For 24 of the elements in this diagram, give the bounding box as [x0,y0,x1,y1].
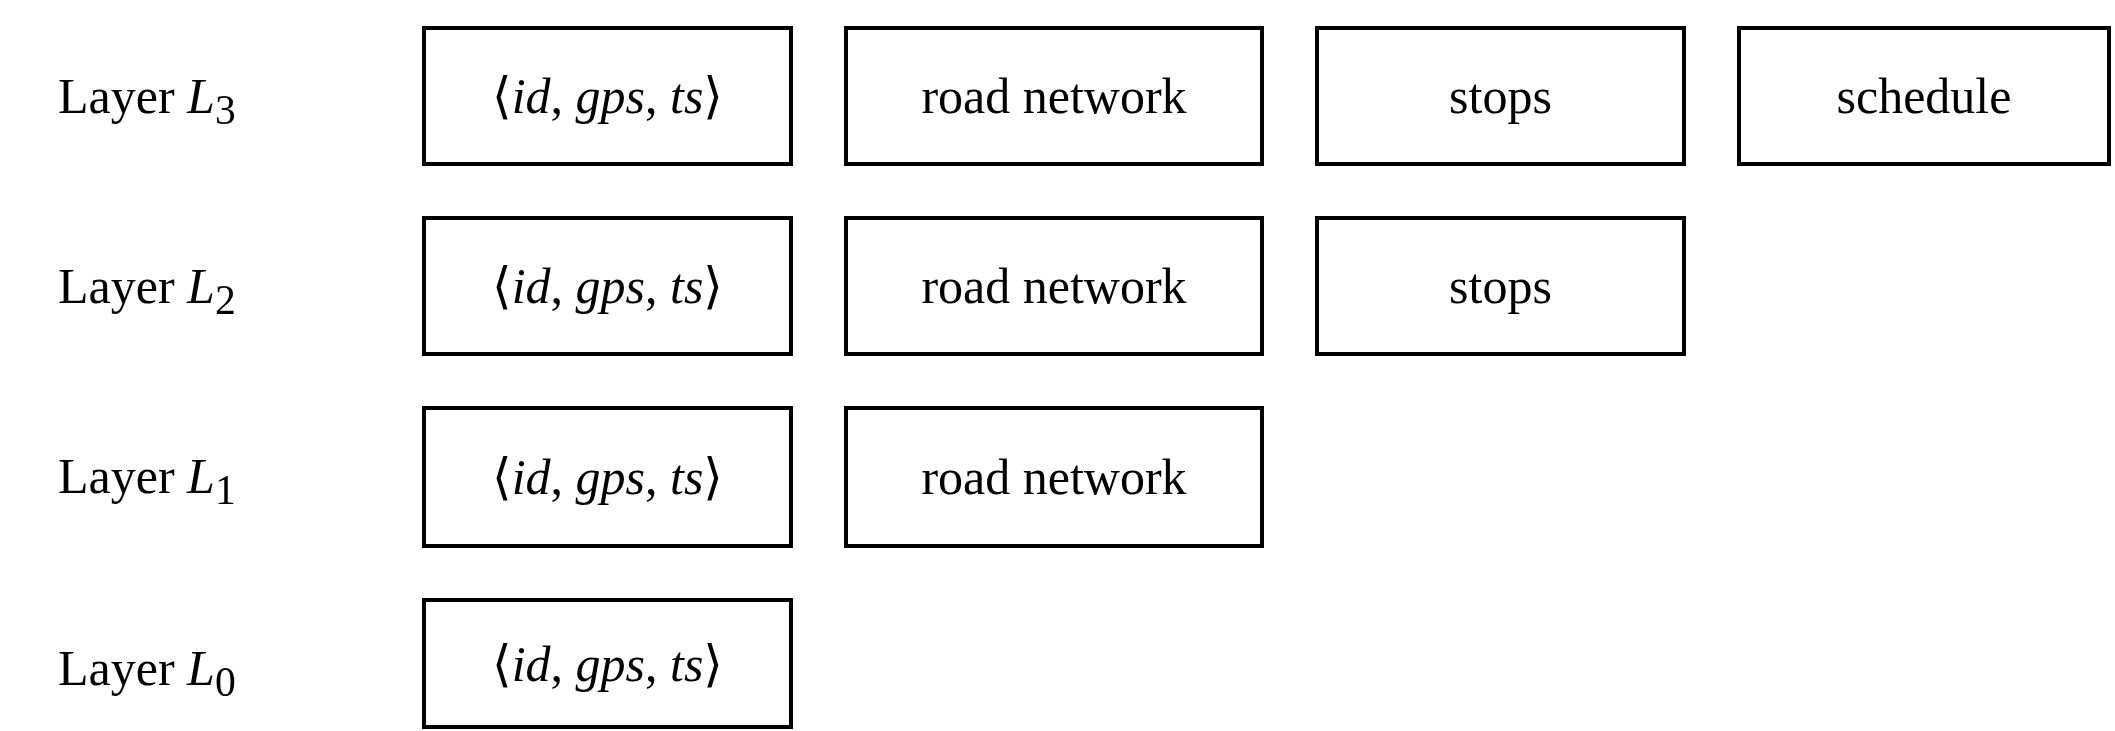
data-box [844,406,1264,548]
data-box [422,406,793,548]
box-label: ⟨id, gps, ts⟩ [492,448,723,506]
layer-label: Layer L$_{2}$ [58,261,236,322]
data-box [422,598,793,729]
data-box [1315,216,1686,356]
data-box [844,26,1264,166]
data-box [844,216,1264,356]
box-label: ⟨id, gps, ts⟩ [492,67,723,125]
box-label: ⟨id, gps, ts⟩ [492,257,723,315]
layer-label: Layer L$_{0}$ [58,643,236,704]
box-label: schedule [1836,67,2012,125]
layer-label: Layer L$_{3}$ [58,71,236,132]
data-box [422,216,793,356]
data-box [1737,26,2111,166]
data-box [1315,26,1686,166]
data-box [422,26,793,166]
box-label: stops [1449,67,1552,125]
box-label: road network [921,257,1187,315]
box-label: road network [921,448,1187,506]
box-label: ⟨id, gps, ts⟩ [492,634,723,693]
box-label: stops [1449,257,1552,315]
box-label: road network [921,67,1187,125]
layer-label: Layer L$_{1}$ [58,451,236,512]
